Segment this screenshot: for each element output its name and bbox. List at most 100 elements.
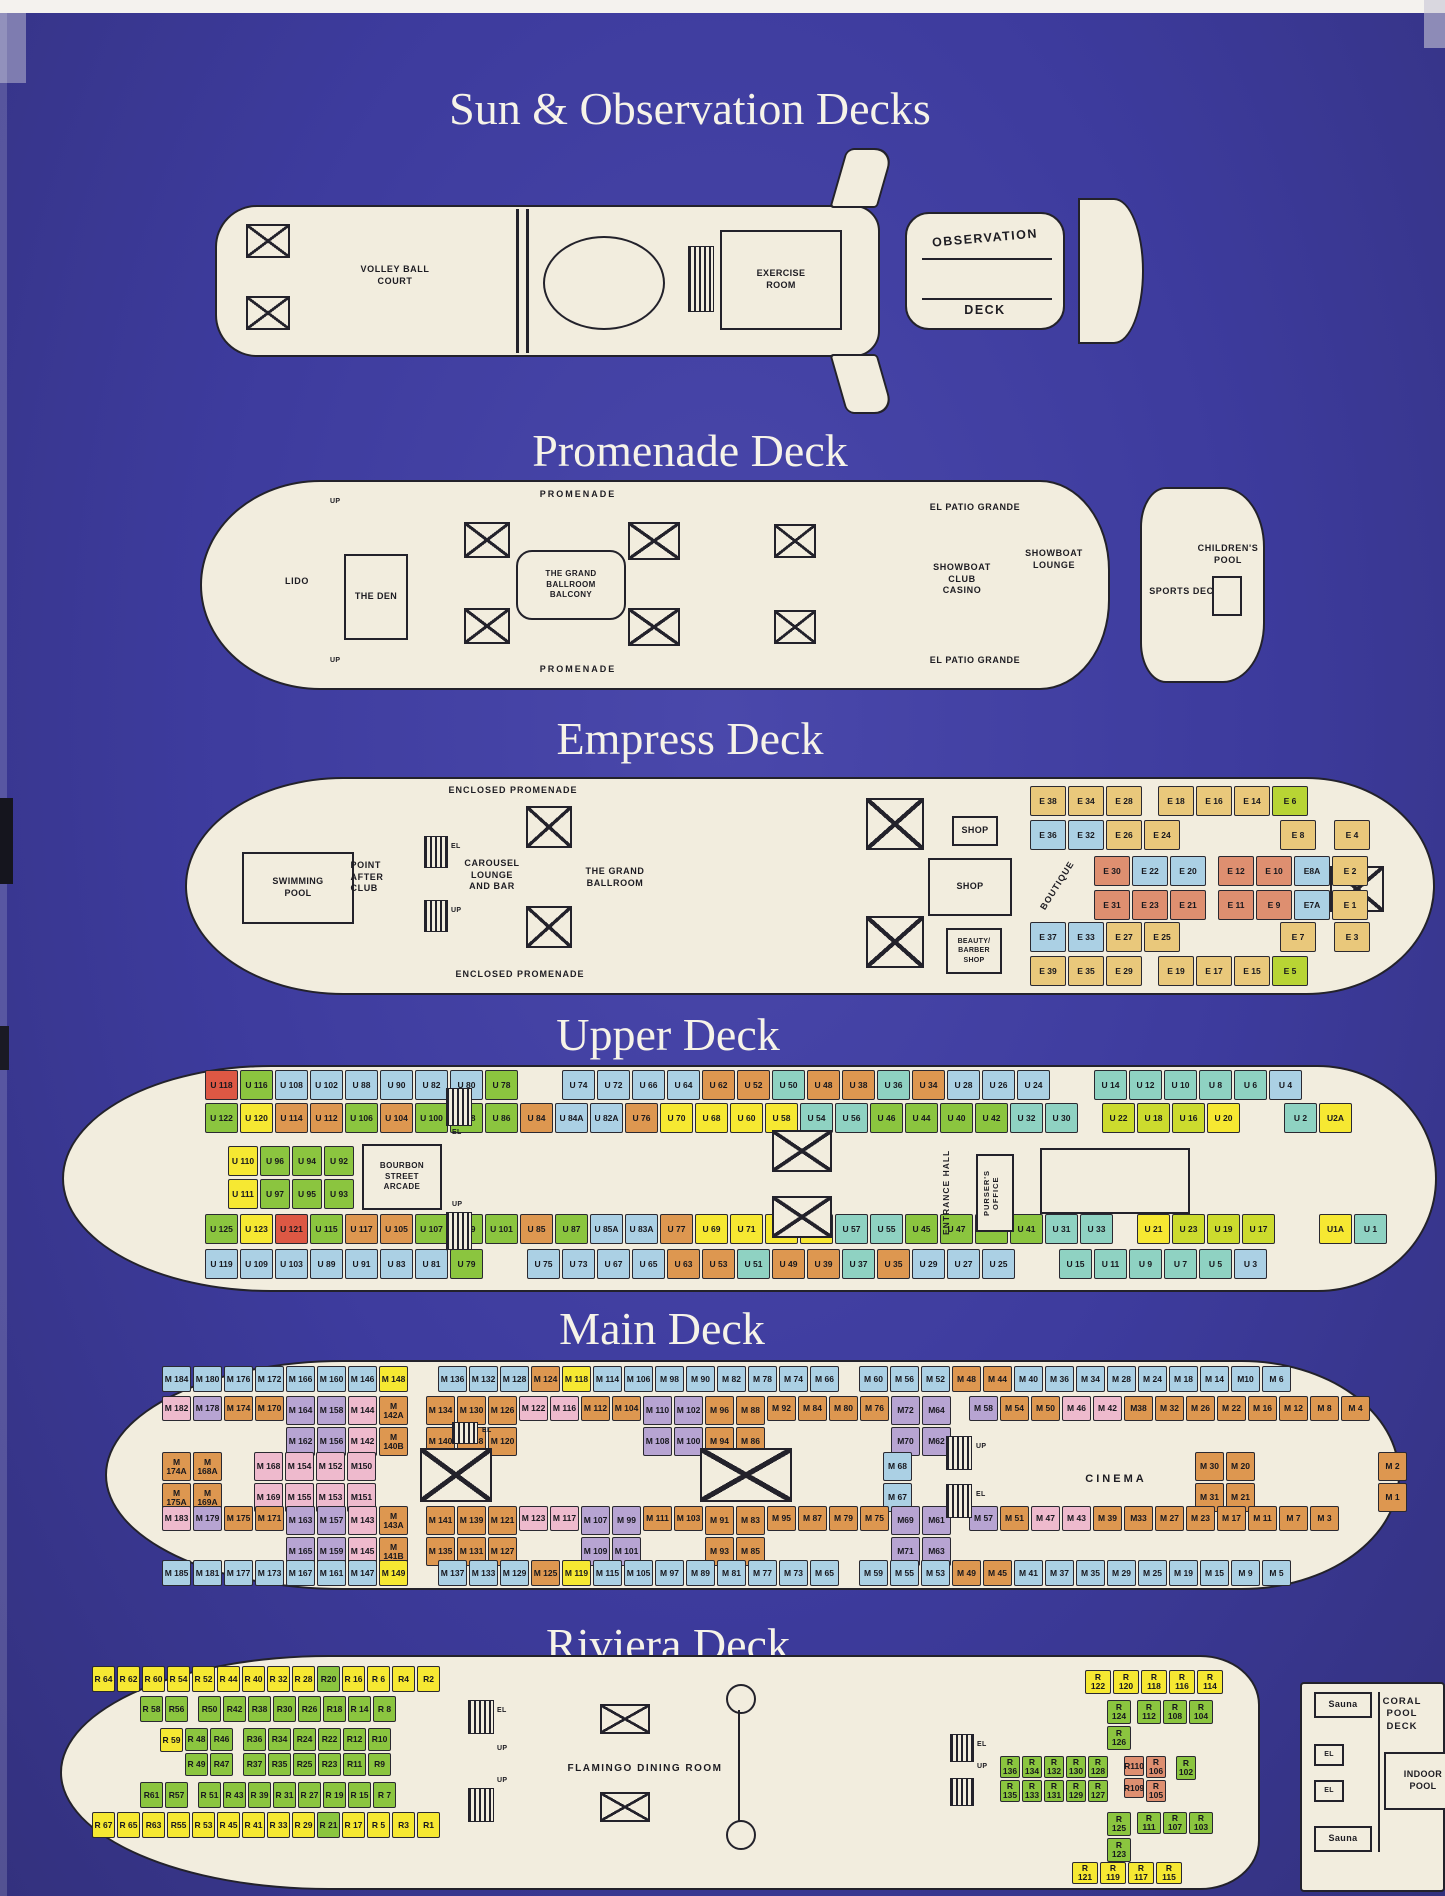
cabin-r22: R22 xyxy=(318,1728,341,1751)
pursers-office-box xyxy=(976,1154,1014,1232)
cabin-r63: R63 xyxy=(142,1812,165,1838)
cabin-m-12: M 12 xyxy=(1279,1396,1308,1421)
cabin-u-16: U 16 xyxy=(1172,1103,1205,1133)
corridor-gap xyxy=(1144,956,1156,958)
cabin-m-22: M 22 xyxy=(1217,1396,1246,1421)
the-den: THE DEN xyxy=(344,554,408,640)
cabin-u-60: U 60 xyxy=(730,1103,763,1133)
cabin-m-76: M 76 xyxy=(860,1396,889,1421)
cabin-u-95: U 95 xyxy=(292,1179,322,1209)
cabin-u-18: U 18 xyxy=(1137,1103,1170,1133)
cabin-m-29: M 29 xyxy=(1107,1560,1136,1586)
cabin-u-62: U 62 xyxy=(702,1070,735,1100)
cabin-r-62: R 62 xyxy=(117,1666,140,1692)
cabin-r-125: R 125 xyxy=(1107,1812,1131,1836)
cabin-m-175: M 175 xyxy=(224,1506,253,1531)
cabin-m-19: M 19 xyxy=(1169,1560,1198,1586)
cabin-m-118: M 118 xyxy=(562,1366,591,1392)
cabin-m-184: M 184 xyxy=(162,1366,191,1392)
cabin-r-112: R 112 xyxy=(1137,1700,1161,1724)
el-label: EL xyxy=(451,843,461,850)
cabin-e-19: E 19 xyxy=(1158,956,1194,986)
cabin-u-56: U 56 xyxy=(835,1103,868,1133)
cabin-m-108: M 108 xyxy=(643,1427,672,1456)
corridor-gap xyxy=(410,1366,436,1368)
vent-box xyxy=(600,1704,650,1734)
entrance-hall-label: ENTRANCE HALL xyxy=(941,1149,951,1235)
cabin-m-25: M 25 xyxy=(1138,1560,1167,1586)
cabin-m38: M38 xyxy=(1124,1396,1153,1421)
cabin-m-18: M 18 xyxy=(1169,1366,1198,1392)
cabin-m-24: M 24 xyxy=(1138,1366,1167,1392)
cabin-m-6: M 6 xyxy=(1262,1366,1291,1392)
vent-box xyxy=(246,224,290,258)
cabin-m-178: M 178 xyxy=(193,1396,222,1421)
cabin-m-156: M 156 xyxy=(317,1427,346,1456)
cabin-u-111: U 111 xyxy=(228,1179,258,1209)
cabin-u-92: U 92 xyxy=(324,1146,354,1176)
cabin-m151: M151 xyxy=(347,1483,376,1512)
cabin-m-136: M 136 xyxy=(438,1366,467,1392)
cabin-e-22: E 22 xyxy=(1132,856,1168,886)
cabin-u-11: U 11 xyxy=(1094,1249,1127,1279)
cabin-m-174: M 174 xyxy=(224,1396,253,1421)
cabin-r-7: R 7 xyxy=(373,1782,396,1808)
cabin-m-107: M 107 xyxy=(581,1506,610,1535)
cabin-m-160: M 160 xyxy=(317,1366,346,1392)
observation-inner-line xyxy=(922,298,1052,300)
cabin-r-111: R 111 xyxy=(1137,1812,1161,1834)
cabin-m-146: M 146 xyxy=(348,1366,377,1392)
up-label: UP xyxy=(977,1763,988,1770)
cabin-e-33: E 33 xyxy=(1068,922,1104,952)
cabin-m-139: M 139 xyxy=(457,1506,486,1535)
el-label: EL xyxy=(452,1129,462,1136)
cabin-m-4: M 4 xyxy=(1341,1396,1370,1421)
elevator-stair xyxy=(950,1778,974,1806)
upper-deck-title: Upper Deck xyxy=(556,1009,780,1060)
scan-edge-top xyxy=(0,0,1445,13)
elevator-stair xyxy=(468,1700,494,1734)
cabin-u-96: U 96 xyxy=(260,1146,290,1176)
main-deck-title: Main Deck xyxy=(559,1303,765,1354)
cabin-m-73: M 73 xyxy=(779,1560,808,1586)
cabin-u-105: U 105 xyxy=(380,1214,413,1244)
corridor-gap xyxy=(520,1070,560,1072)
cabin-e-4: E 4 xyxy=(1334,820,1370,850)
cabin-r-132: R 132 xyxy=(1044,1756,1064,1778)
cabin-m-5: M 5 xyxy=(1262,1560,1291,1586)
cabin-e-31: E 31 xyxy=(1094,890,1130,920)
cabin-m72: M72 xyxy=(891,1396,920,1425)
cabin-m-3: M 3 xyxy=(1310,1506,1339,1531)
promenade-label-bottom: PROMENADE xyxy=(539,664,617,674)
sauna-bottom: Sauna xyxy=(1314,1826,1372,1852)
cabin-e-11: E 11 xyxy=(1218,890,1254,920)
cabin-u-101: U 101 xyxy=(485,1214,518,1244)
cabin-e-28: E 28 xyxy=(1106,786,1142,816)
cabin-u-58: U 58 xyxy=(765,1103,798,1133)
cabin-r47: R47 xyxy=(210,1753,233,1776)
cabin-e-21: E 21 xyxy=(1170,890,1206,920)
scan-smudge-2 xyxy=(0,1026,9,1070)
cabin-r110: R110 xyxy=(1124,1756,1144,1776)
corridor-gap xyxy=(1208,890,1216,892)
cabin-r-104: R 104 xyxy=(1189,1700,1213,1724)
observation-flare xyxy=(1078,198,1144,344)
cabin-r-59: R 59 xyxy=(160,1728,183,1752)
cabin-u-33: U 33 xyxy=(1080,1214,1113,1244)
swimming-pool: SWIMMING POOL xyxy=(242,852,354,924)
cabin-u-74: U 74 xyxy=(562,1070,595,1100)
cabin-e-12: E 12 xyxy=(1218,856,1254,886)
